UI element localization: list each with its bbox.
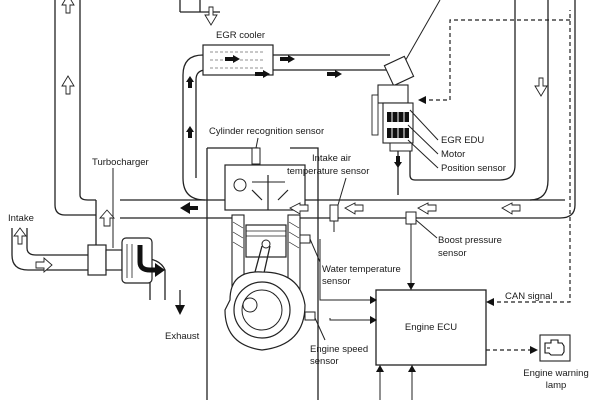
engine-ecu: Engine ECU <box>375 289 487 366</box>
hollow-arrow <box>501 202 521 215</box>
egr-cooler: EGR cooler <box>202 30 274 76</box>
egr-leaders <box>407 109 439 169</box>
piston <box>245 224 287 258</box>
cylinder-recognition-sensor <box>251 137 261 165</box>
intake-air-temperature-sensor-label-1: Intake air <box>312 153 351 164</box>
boost-pressure-sensor-label-1: Boost pressure <box>438 235 502 246</box>
egr-left-inner <box>195 69 207 178</box>
egr-valve-outlet-2 <box>409 0 516 181</box>
turbocharger-label: Turbocharger <box>92 157 149 168</box>
hollow-arrow <box>99 209 115 227</box>
hollow-arrow <box>534 77 548 97</box>
egr-cooler-label: EGR cooler <box>216 30 265 41</box>
hollow-arrow <box>344 202 364 215</box>
hollow-arrow <box>204 6 218 26</box>
cylinder-recognition-sensor-label: Cylinder recognition sensor <box>209 126 324 137</box>
left-return-pipe-outer <box>54 0 96 216</box>
egr-left-outer <box>182 54 204 178</box>
solid-arrow <box>186 76 194 88</box>
position-sensor-label: Position sensor <box>441 163 506 174</box>
can-signal-line <box>418 10 571 306</box>
can-signal-label: CAN signal <box>505 291 553 302</box>
warning-lamp-link <box>486 346 538 354</box>
left-return-pipe-inner <box>79 0 96 201</box>
right-inner-pipe <box>529 0 549 201</box>
solid-arrow <box>180 202 198 214</box>
engine-ecu-label: Engine ECU <box>405 322 457 333</box>
engine-speed-sensor-label-2: sensor <box>310 356 339 367</box>
egr-top-link <box>399 0 441 71</box>
egr-valve <box>371 55 415 152</box>
hollow-arrow <box>61 0 75 14</box>
hollow-arrow <box>289 202 309 215</box>
hollow-arrow <box>61 75 75 95</box>
intake-air-temperature-sensor-label-2: temperature sensor <box>287 166 369 177</box>
hollow-arrow <box>13 227 27 245</box>
engine-check-icon <box>544 339 565 356</box>
solid-arrow <box>280 55 295 63</box>
solid-arrow <box>394 156 402 168</box>
engine-warning-lamp-label-1: Engine warning <box>523 368 589 379</box>
exhaust-label: Exhaust <box>165 331 200 342</box>
water-temperature-sensor-label-1: Water temperature <box>322 264 401 275</box>
engine-block <box>206 147 319 400</box>
turbocharger <box>87 237 165 284</box>
engine-speed-sensor-label-1: Engine speed <box>310 344 368 355</box>
motor-label: Motor <box>441 149 465 160</box>
water-temperature-sensor-label-2: sensor <box>322 276 351 287</box>
solid-arrow <box>225 55 240 63</box>
hollow-arrow <box>417 202 437 215</box>
flow-arrows <box>13 0 548 273</box>
boost-pressure-sensor-label-2: sensor <box>438 248 467 259</box>
egr-left-join <box>182 177 206 201</box>
engine-warning-lamp-label-2: lamp <box>546 380 567 391</box>
exhaust-outlet <box>175 290 185 315</box>
egr-edu-label: EGR EDU <box>441 135 484 146</box>
intake-main-bottom <box>290 0 576 219</box>
exhaust-flow-arrow <box>137 245 158 273</box>
engine-outline <box>206 147 319 400</box>
water-temperature-sensor <box>299 234 321 263</box>
engine-ecu-box <box>375 289 487 366</box>
solid-arrow <box>186 126 194 138</box>
hollow-arrow <box>35 257 53 273</box>
intake-pipe-outer <box>11 228 96 271</box>
engine-speed-sensor <box>304 311 326 341</box>
engine-warning-lamp <box>539 334 571 362</box>
solid-arrow <box>255 70 270 78</box>
signal-wires <box>317 224 416 400</box>
intake-air-temperature-sensor <box>329 177 347 228</box>
intake-label: Intake <box>8 213 34 224</box>
solid-arrow <box>327 70 342 78</box>
top-connector <box>179 0 220 13</box>
intake-pipe-inner <box>26 228 96 256</box>
